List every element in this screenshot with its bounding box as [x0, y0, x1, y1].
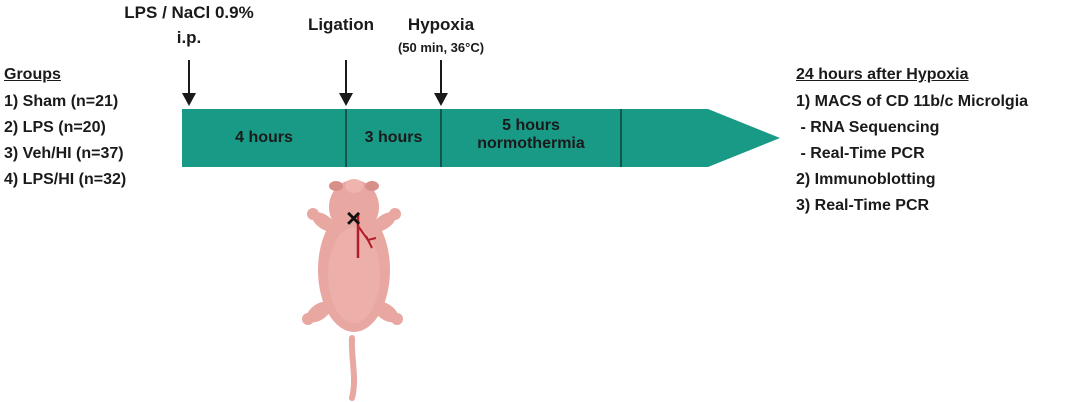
- lps-arrow-icon: [182, 60, 196, 106]
- hypoxia-arrow-icon: [434, 60, 448, 106]
- group-item: 2) LPS (n=20): [4, 119, 106, 136]
- timeline-arrow: [182, 109, 780, 167]
- groups-heading: Groups: [4, 66, 61, 83]
- hypoxia-label: Hypoxia: [407, 15, 475, 34]
- after-item: 1) MACS of CD 11b/c Microlgia: [796, 93, 1029, 110]
- group-item: 3) Veh/HI (n=37): [4, 145, 124, 162]
- after-item: - Real-Time PCR: [796, 145, 925, 162]
- group-item: 1) Sham (n=21): [4, 93, 119, 110]
- segment-5-hours: 5 hours normothermia: [441, 117, 621, 154]
- segment-5-hours-line2: normothermia: [477, 135, 585, 153]
- after-item: 3) Real-Time PCR: [796, 197, 930, 214]
- ligation-mark-icon: ×: [346, 203, 362, 233]
- after-hypoxia-heading: 24 hours after Hypoxia: [796, 66, 969, 83]
- segment-3-hours: 3 hours: [364, 129, 423, 146]
- group-item: 4) LPS/HI (n=32): [4, 171, 127, 188]
- rat-pup-icon: [302, 179, 403, 401]
- hypoxia-duration-label: (50 min, 36°C): [397, 40, 485, 55]
- segment-5-hours-line1: 5 hours: [502, 117, 560, 134]
- after-item: - RNA Sequencing: [796, 119, 940, 136]
- lps-route-label: i.p.: [176, 28, 202, 47]
- ligation-label: Ligation: [307, 15, 375, 34]
- ligation-arrow-icon: [339, 60, 353, 106]
- lps-label: LPS / NaCl 0.9%: [124, 3, 254, 22]
- after-item: 2) Immunoblotting: [796, 171, 936, 188]
- segment-4-hours: 4 hours: [235, 129, 293, 146]
